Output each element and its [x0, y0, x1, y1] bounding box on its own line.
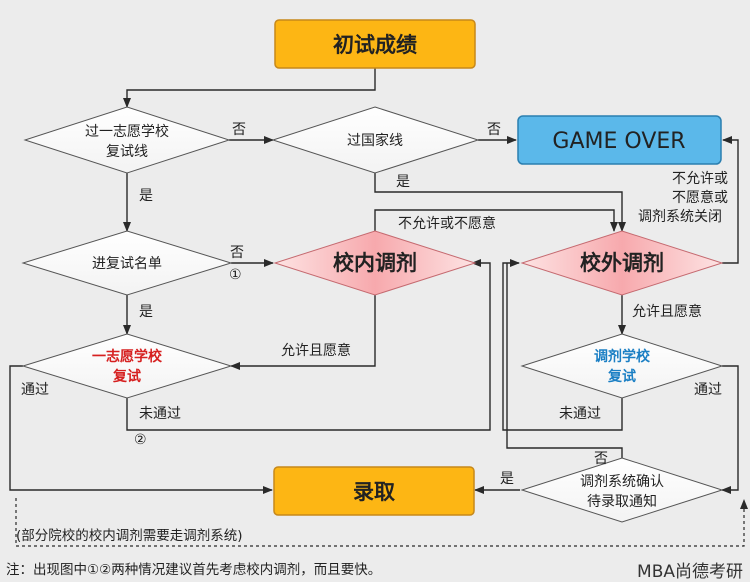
node-xiaonei-label: 校内调剂 — [333, 251, 417, 275]
node-yizhiyuan-text-a: 一志愿学校 — [92, 348, 163, 365]
node-guojia-label: 过国家线 — [347, 132, 403, 149]
connectors — [9, 68, 748, 547]
label-right-b: 不愿意或 — [672, 189, 728, 206]
node-yizhiyuan: 一志愿学校 复试 — [21, 333, 233, 399]
label-fou-4: 否 — [594, 451, 608, 467]
label-weitongguo-1: 未通过 — [139, 406, 181, 422]
node-guojia: 过国家线 — [271, 106, 480, 174]
label-bu-yunxu: 不允许或不愿意 — [398, 215, 496, 232]
label-weitongguo-2: 未通过 — [559, 406, 601, 422]
edge-labels: 否 否 是 是 否 ① 是 不允许或不愿意 不允许或 不愿意或 调剂系统关闭 允… — [21, 122, 728, 487]
node-xiaowai-label: 校外调剂 — [580, 251, 664, 275]
label-tongguo-2: 通过 — [694, 382, 722, 398]
footnote: 注：出现图中①②两种情况建议首先考虑校内调剂，而且要快。 — [6, 561, 381, 578]
label-fou-2: 否 — [487, 122, 501, 138]
node-chushi: 初试成绩 — [274, 19, 476, 69]
watermark: MBA尚德考研 — [637, 562, 743, 582]
label-fou-1: 否 — [232, 122, 246, 138]
label-right-a: 不允许或 — [672, 171, 728, 187]
label-shi-3: 是 — [139, 304, 153, 320]
node-line1: 过一志愿学校 复试线 — [23, 106, 231, 174]
node-luqu-label: 录取 — [353, 480, 395, 504]
label-circle-2: ② — [134, 432, 147, 448]
label-yunxu-1: 允许且愿意 — [281, 342, 351, 359]
node-xiaonei: 校内调剂 — [273, 230, 477, 296]
node-gameover-label: GAME OVER — [552, 129, 685, 154]
node-chushi-label: 初试成绩 — [333, 33, 417, 57]
label-right-c: 调剂系统关闭 — [638, 209, 722, 225]
node-line1-text-b: 复试线 — [106, 143, 148, 160]
node-tiaoji-text-a: 调剂学校 — [594, 348, 651, 365]
label-tongguo-1: 通过 — [21, 382, 49, 398]
node-line1-text-a: 过一志愿学校 — [85, 123, 169, 140]
label-shi-4: 是 — [500, 471, 514, 487]
node-jinfushi-label: 进复试名单 — [92, 255, 162, 272]
node-jinfushi: 进复试名单 — [21, 230, 233, 296]
node-queren-text-b: 待录取通知 — [587, 493, 657, 510]
dashed-note: (部分院校的校内调剂需要走调剂系统) — [16, 527, 243, 544]
node-yizhiyuan-text-b: 复试 — [112, 368, 141, 385]
node-tiaoji-text-b: 复试 — [607, 368, 636, 385]
label-yunxu-2: 允许且愿意 — [632, 303, 702, 320]
label-shi-2: 是 — [396, 174, 410, 190]
label-shi-1: 是 — [139, 188, 153, 204]
node-gameover: GAME OVER — [517, 115, 722, 165]
node-queren-text-a: 调剂系统确认 — [580, 474, 664, 490]
node-tiaoji: 调剂学校 复试 — [520, 333, 724, 399]
label-circle-1: ① — [229, 267, 242, 283]
label-fou-3: 否 — [230, 245, 244, 261]
node-luqu: 录取 — [273, 466, 475, 516]
node-queren: 调剂系统确认 待录取通知 — [520, 457, 724, 523]
node-xiaowai: 校外调剂 — [520, 230, 724, 296]
